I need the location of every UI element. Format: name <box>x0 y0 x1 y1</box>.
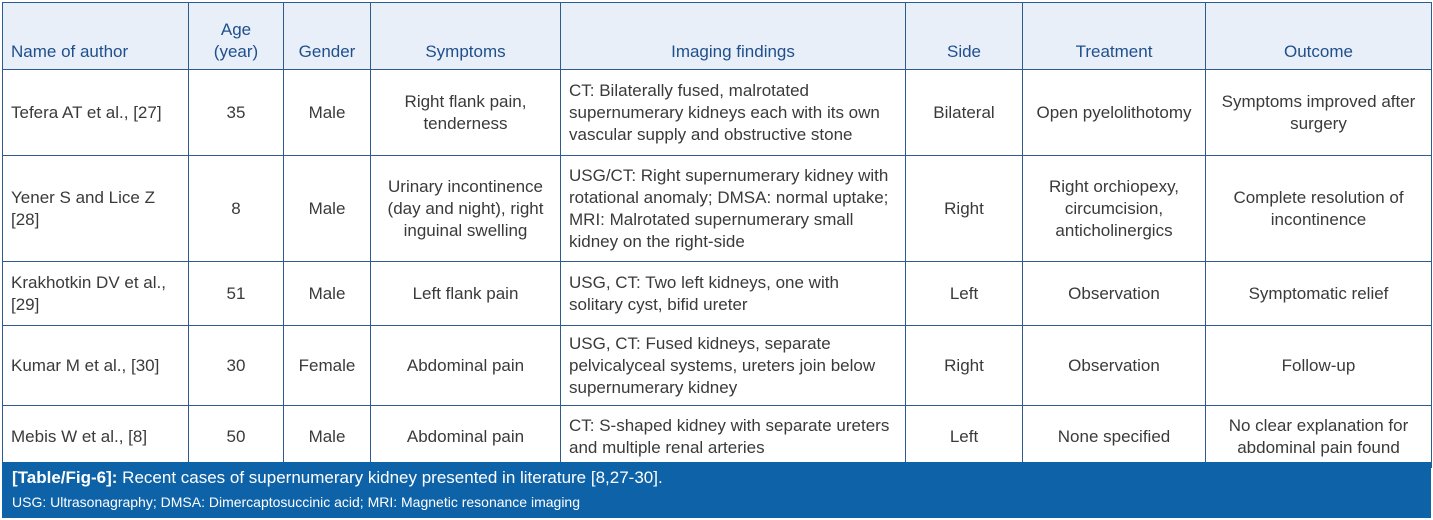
cell-treatment: Observation <box>1022 325 1206 406</box>
cell-gender: Female <box>283 325 371 406</box>
col-header: Outcome <box>1205 2 1432 70</box>
cell-imaging: USG/CT: Right supernumerary kidney with … <box>560 155 906 262</box>
table-caption: [Table/Fig-6]: Recent cases of supernume… <box>2 462 1431 518</box>
caption-label: [Table/Fig-6]: <box>12 468 118 487</box>
caption-note: USG: Ultrasonagraphy; DMSA: Dimercaptosu… <box>12 494 581 510</box>
cell-gender: Male <box>283 155 371 262</box>
cell-treatment: None specified <box>1022 405 1206 468</box>
cell-age: 30 <box>188 325 284 406</box>
cell-gender: Male <box>283 69 371 156</box>
cell-author: Tefera AT et al., [27] <box>2 69 189 156</box>
cell-side: Bilateral <box>905 69 1023 156</box>
header-row: Name of author Age (year) Gender Symptom… <box>2 2 1432 70</box>
cell-side: Right <box>905 155 1023 262</box>
cell-age: 8 <box>188 155 284 262</box>
cell-outcome: Symptomatic relief <box>1205 261 1432 326</box>
col-header: Side <box>905 2 1023 70</box>
cell-symptoms: Left flank pain <box>370 261 561 326</box>
cell-outcome: No clear explanation for abdominal pain … <box>1205 405 1432 468</box>
caption-text: Recent cases of supernumerary kidney pre… <box>117 468 663 487</box>
col-header: Age (year) <box>188 2 284 70</box>
cell-imaging: CT: S-shaped kidney with separate ureter… <box>560 405 906 468</box>
cell-symptoms: Urinary incontinence (day and night), ri… <box>370 155 561 262</box>
col-header: Gender <box>283 2 371 70</box>
cell-side: Right <box>905 325 1023 406</box>
cell-symptoms: Right flank pain, tenderness <box>370 69 561 156</box>
cell-imaging: USG, CT: Fused kidneys, separate pelvica… <box>560 325 906 406</box>
cell-author: Mebis W et al., [8] <box>2 405 189 468</box>
cell-outcome: Symptoms improved after surgery <box>1205 69 1432 156</box>
cell-gender: Male <box>283 261 371 326</box>
cell-treatment: Right orchiopexy, circumcision, antichol… <box>1022 155 1206 262</box>
cell-symptoms: Abdominal pain <box>370 405 561 468</box>
col-header: Symptoms <box>370 2 561 70</box>
cell-gender: Male <box>283 405 371 468</box>
col-header: Treatment <box>1022 2 1206 70</box>
cell-symptoms: Abdominal pain <box>370 325 561 406</box>
cases-table: Name of author Age (year) Gender Symptom… <box>2 2 1432 468</box>
cell-imaging: USG, CT: Two left kidneys, one with soli… <box>560 261 906 326</box>
cell-author: Krakhotkin DV et al., [29] <box>2 261 189 326</box>
cell-author: Yener S and Lice Z [28] <box>2 155 189 262</box>
cell-side: Left <box>905 261 1023 326</box>
cell-outcome: Complete resolution of incontinence <box>1205 155 1432 262</box>
col-header: Imaging findings <box>560 2 906 70</box>
cell-outcome: Follow-up <box>1205 325 1432 406</box>
cell-treatment: Observation <box>1022 261 1206 326</box>
cell-side: Left <box>905 405 1023 468</box>
cell-age: 35 <box>188 69 284 156</box>
col-header: Name of author <box>2 2 189 70</box>
cell-author: Kumar M et al., [30] <box>2 325 189 406</box>
cell-imaging: CT: Bilaterally fused, malrotated supern… <box>560 69 906 156</box>
cell-treatment: Open pyelolithotomy <box>1022 69 1206 156</box>
cell-age: 50 <box>188 405 284 468</box>
cell-age: 51 <box>188 261 284 326</box>
